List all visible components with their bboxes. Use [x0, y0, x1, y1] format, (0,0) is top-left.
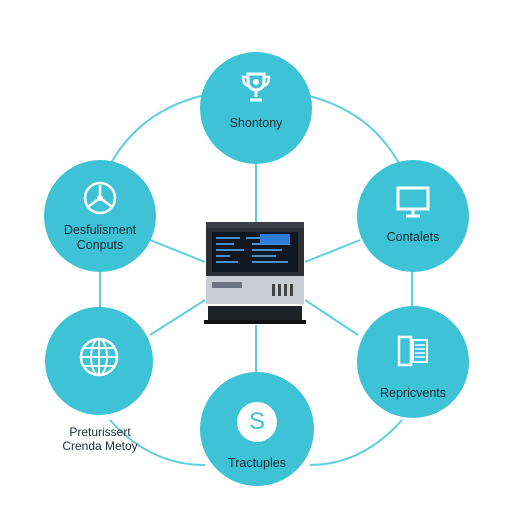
node-left-top-label: Desfulisment Conputs [63, 223, 137, 252]
node-left-top: Desfulisment Conputs [44, 160, 156, 272]
spoke-right-top [304, 239, 361, 263]
node-right-bottom-label: Repricvents [380, 386, 446, 400]
s-badge-icon: S [237, 402, 277, 442]
node-left-bottom-label: Preturissert Crenda Metoy [62, 425, 138, 453]
spoke-right-bottom [304, 299, 359, 336]
spoke-left-top [149, 239, 206, 263]
link-top-right [304, 94, 401, 166]
globe-icon [77, 335, 121, 384]
node-left-bottom [45, 307, 153, 415]
node-right-top: Contalets [357, 160, 469, 272]
monitor-icon [393, 182, 433, 227]
server-rack-icon [393, 331, 433, 376]
node-right-bottom: Repricvents [357, 306, 469, 418]
spoke-left-bottom [149, 299, 206, 336]
link-bottom-left [109, 419, 206, 466]
link-top-left [109, 94, 206, 166]
steering-icon [80, 178, 120, 223]
node-bottom-label: Tractuples [228, 456, 286, 470]
server-icon [200, 218, 312, 335]
node-top-label: Shontony [229, 116, 283, 130]
trophy-icon [236, 68, 276, 113]
node-right-top-label: Contalets [386, 230, 440, 244]
node-top: Shontony [200, 52, 312, 164]
node-bottom: S Tractuples [200, 372, 314, 486]
link-bottom-right [309, 419, 403, 466]
